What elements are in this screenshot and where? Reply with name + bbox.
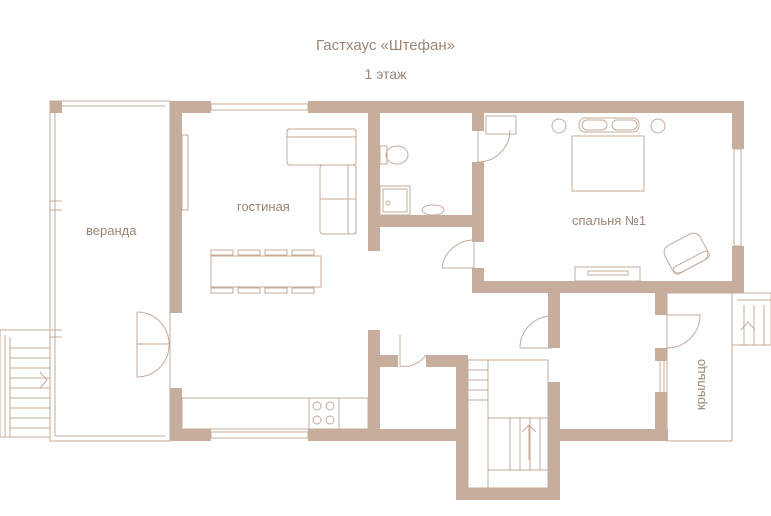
- floor-label: 1 этаж: [364, 66, 407, 82]
- walls: [50, 101, 744, 500]
- room-label-porch: крыльцо: [693, 358, 709, 411]
- doors: [136, 129, 701, 378]
- plan-title: Гастхаус «Штефан»: [316, 37, 455, 54]
- room-label-living: гостиная: [237, 199, 290, 214]
- room-label-bedroom: спальня №1: [572, 213, 647, 228]
- thin-lines: [0, 100, 771, 489]
- room-label-veranda: веранда: [86, 223, 137, 238]
